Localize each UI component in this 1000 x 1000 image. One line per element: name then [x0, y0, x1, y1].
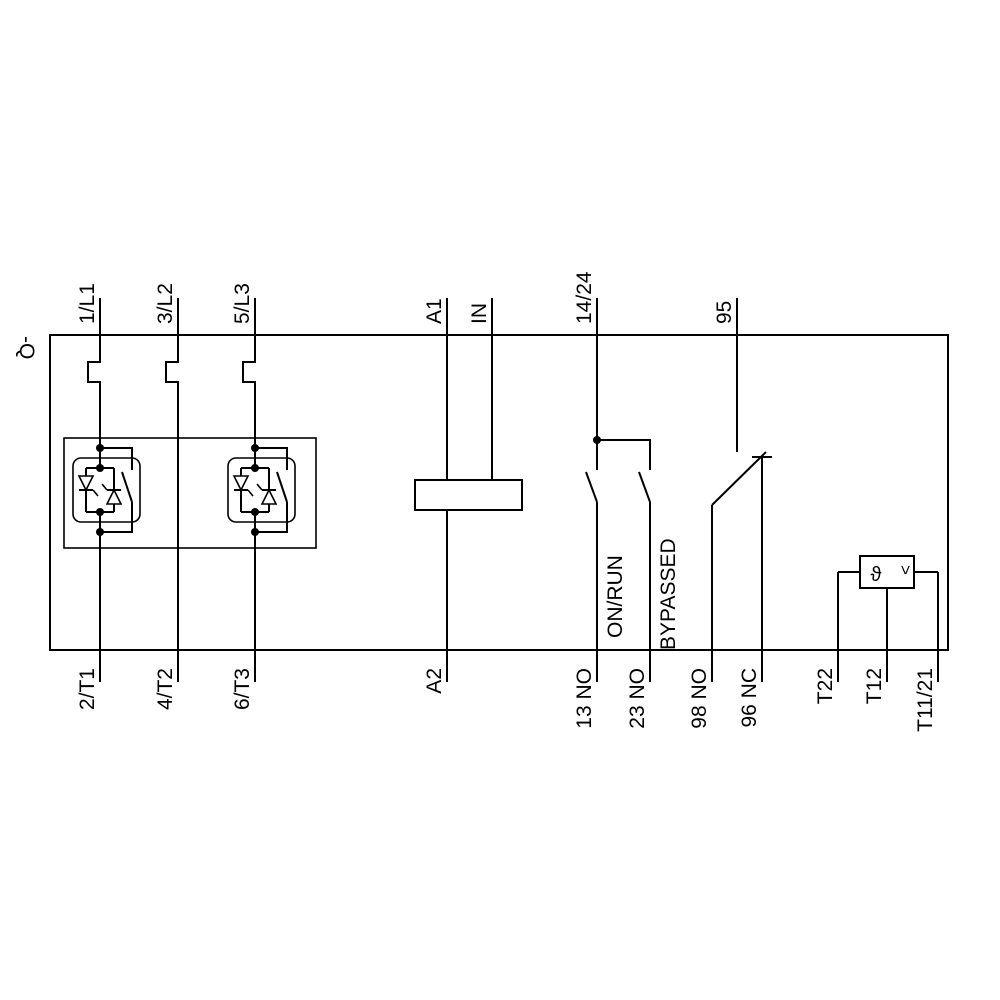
terminal-label-96nc: 96 NC	[738, 668, 761, 728]
thyristor-assembly-l3	[227, 444, 296, 536]
fault-changeover-contact	[711, 298, 772, 682]
terminal-label-13no: 13 NO	[573, 668, 596, 729]
device-outline-box	[49, 334, 949, 651]
thyristor-enclosure-l3	[227, 457, 296, 523]
terminal-label-95: 95	[713, 301, 736, 324]
thyristor-up-symbol	[105, 488, 123, 505]
thermistor-sensor: ϑ >	[837, 555, 939, 682]
terminal-label-t12: T12	[863, 668, 886, 704]
phase-line-l2	[165, 298, 179, 682]
on-run-contact-blade	[585, 471, 598, 503]
terminal-label-98no: 98 NO	[688, 668, 711, 729]
thyristor-down-symbol	[77, 475, 95, 492]
top-terminal-labels: 1/L1 3/L2 5/L3 A1 IN 14/24 95	[76, 271, 736, 324]
thyristor-up-symbol	[260, 488, 278, 505]
terminal-label-a2: A2	[423, 668, 446, 694]
bypass-contact-l3	[255, 447, 288, 533]
on-run-label: ON/RUN	[604, 555, 627, 638]
terminal-label-t11-21: T11/21	[914, 668, 937, 732]
aux-output-contacts	[585, 298, 651, 682]
bypassed-label: BYPASSED	[657, 538, 680, 650]
gate-lead	[247, 489, 254, 497]
phase-line-l1	[87, 298, 101, 682]
bypass-contact-l1	[100, 447, 133, 533]
control-coil	[414, 298, 523, 682]
gate-lead	[256, 483, 263, 491]
comparator-symbol: >	[896, 565, 915, 575]
power-module-box	[63, 437, 317, 549]
changeover-blade	[711, 451, 767, 506]
phase-line-l3	[242, 298, 256, 682]
theta-symbol: ϑ	[871, 564, 882, 586]
thyristor-assembly-l1	[72, 444, 141, 536]
terminal-label-14-24: 14/24	[573, 271, 596, 324]
terminal-label-2t1: 2/T1	[76, 668, 99, 710]
terminal-label-4t2: 4/T2	[154, 668, 177, 710]
terminal-label-23no: 23 NO	[626, 668, 649, 729]
terminal-label-5l3: 5/L3	[231, 283, 254, 324]
device-designator-label: -Q	[15, 336, 38, 359]
terminal-label-6t3: 6/T3	[231, 668, 254, 710]
bottom-terminal-labels: 2/T1 4/T2 6/T3 A2 13 NO 23 NO 98 NO 96 N…	[76, 668, 937, 732]
gate-lead	[92, 489, 99, 497]
gate-lead	[101, 483, 108, 491]
terminal-label-1l1: 1/L1	[76, 283, 99, 324]
terminal-label-3l2: 3/L2	[154, 283, 177, 324]
terminal-label-t22: T22	[814, 668, 837, 704]
coil-symbol	[414, 479, 523, 511]
terminal-label-a1: A1	[423, 298, 446, 324]
bypassed-contact-blade	[638, 471, 651, 503]
thyristor-enclosure-l1	[72, 457, 141, 523]
thyristor-down-symbol	[232, 475, 250, 492]
terminal-label-in: IN	[468, 303, 491, 324]
